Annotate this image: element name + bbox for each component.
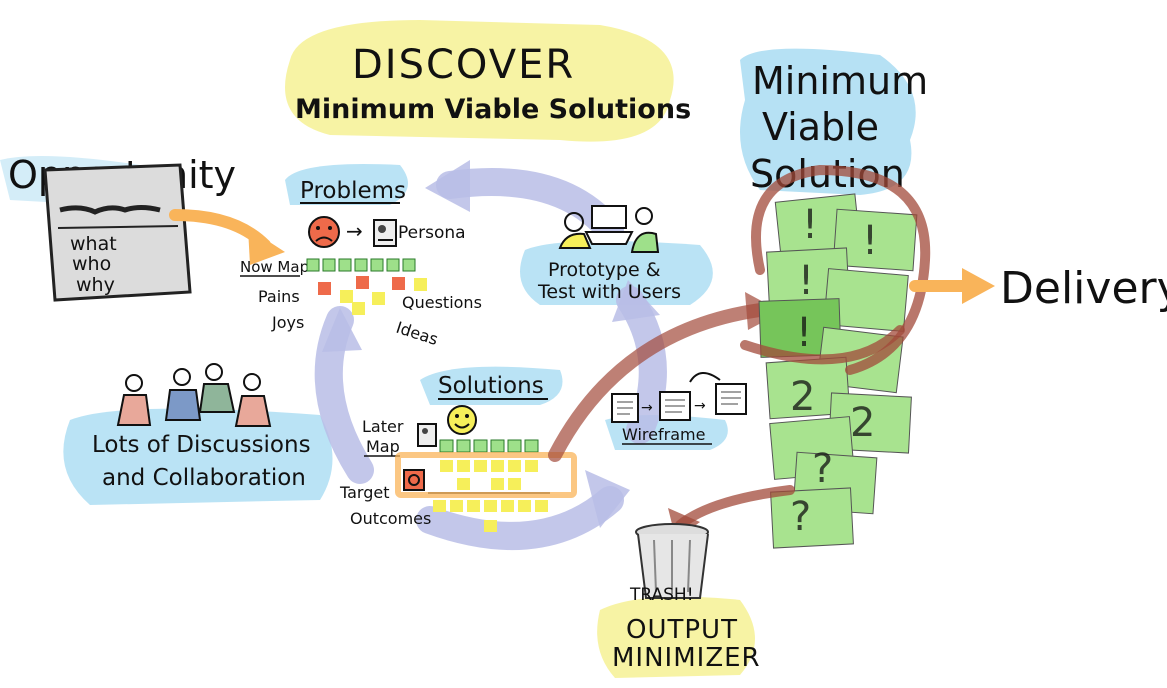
delivery-label: Delivery xyxy=(1000,263,1167,314)
solutions-to-mvs-arrow xyxy=(548,303,767,462)
mvs-red-loop-inner xyxy=(740,325,905,365)
svg-text:2: 2 xyxy=(850,400,875,446)
now-map-stickies xyxy=(306,258,427,315)
outcomes-label: Outcomes xyxy=(350,509,431,528)
sad-face-icon xyxy=(308,216,340,248)
problems-heading: Problems xyxy=(300,178,406,204)
solution-persona-icon xyxy=(417,423,437,447)
trash-can-icon xyxy=(635,523,709,599)
mvs-selection-box xyxy=(395,452,577,498)
prototype-line2: Test with Users xyxy=(537,281,681,303)
map-label: Map xyxy=(366,437,400,456)
minimizer-label: MINIMIZER xyxy=(612,643,761,673)
svg-text:!: ! xyxy=(862,218,878,264)
svg-text:→: → xyxy=(694,398,706,414)
laptop-user-icon xyxy=(558,205,660,253)
pains-label: Pains xyxy=(258,287,300,306)
team-people-icon xyxy=(116,363,272,427)
discussions-blue-highlight xyxy=(63,408,333,505)
svg-text:!: ! xyxy=(802,202,818,248)
persona-card-icon xyxy=(373,219,397,247)
discover-yellow-highlight xyxy=(285,20,674,142)
arrow-to-persona-icon: → xyxy=(346,219,363,243)
discover-title: DISCOVER xyxy=(352,42,575,88)
mvs-blue-highlight xyxy=(740,48,916,195)
cycle-arrow-left-head xyxy=(322,308,362,352)
questions-label: Questions xyxy=(402,293,482,312)
mvs-sticky-stack: ! ! ! ! 2 2 ? ? xyxy=(758,193,918,549)
ideas-label: Ideas xyxy=(394,318,441,349)
opportunity-arrow-head xyxy=(248,228,285,265)
target-icon xyxy=(403,469,425,491)
svg-text:→: → xyxy=(641,400,653,416)
discovery-cycle xyxy=(314,160,667,550)
joys-label: Joys xyxy=(271,313,304,332)
opportunity-why: why xyxy=(76,274,115,296)
prototype-blue-highlight xyxy=(520,241,713,305)
cycle-arrow-bottom xyxy=(416,486,624,550)
cycle-arrow-right-head xyxy=(612,280,660,322)
opportunity-what: what xyxy=(70,233,117,255)
persona-label: Persona xyxy=(398,223,466,243)
solutions-heading: Solutions xyxy=(438,373,544,399)
opportunity-who: who xyxy=(72,253,111,275)
delivery-arrow-head xyxy=(962,268,995,304)
later-label: Later xyxy=(362,417,404,436)
discover-subtitle: Minimum Viable Solutions xyxy=(295,94,691,125)
svg-text:?: ? xyxy=(812,446,833,492)
svg-text:!: ! xyxy=(798,258,814,304)
prototype-line1: Prototype & xyxy=(548,259,661,281)
wireframe-label: Wireframe xyxy=(622,425,705,444)
cycle-arrow-bottom-head xyxy=(585,470,630,528)
cycle-arrow-top-head xyxy=(425,160,470,212)
discussions-line2: and Collaboration xyxy=(102,465,306,491)
wireframe-screens-icon: → → xyxy=(611,372,747,423)
discussions-line1: Lots of Discussions xyxy=(92,432,311,458)
svg-text:2: 2 xyxy=(790,374,815,420)
opportunity-card: what who why xyxy=(43,163,192,302)
problems-blue-highlight xyxy=(285,164,408,205)
cycle-arrow-top xyxy=(436,168,624,244)
later-map-stickies xyxy=(433,439,548,532)
mvs-line1: Minimum xyxy=(752,59,928,103)
target-label: Target xyxy=(339,483,390,502)
svg-text:!: ! xyxy=(796,310,812,356)
now-map-label: Now Map xyxy=(240,258,309,276)
trash-yellow-highlight xyxy=(597,596,755,678)
output-label: OUTPUT xyxy=(626,615,738,645)
trash-label: TRASH! xyxy=(629,585,694,605)
mvs-line2: Viable xyxy=(762,105,879,149)
svg-text:?: ? xyxy=(790,494,811,540)
happy-face-icon xyxy=(447,405,477,435)
solutions-blue-highlight xyxy=(420,366,563,405)
